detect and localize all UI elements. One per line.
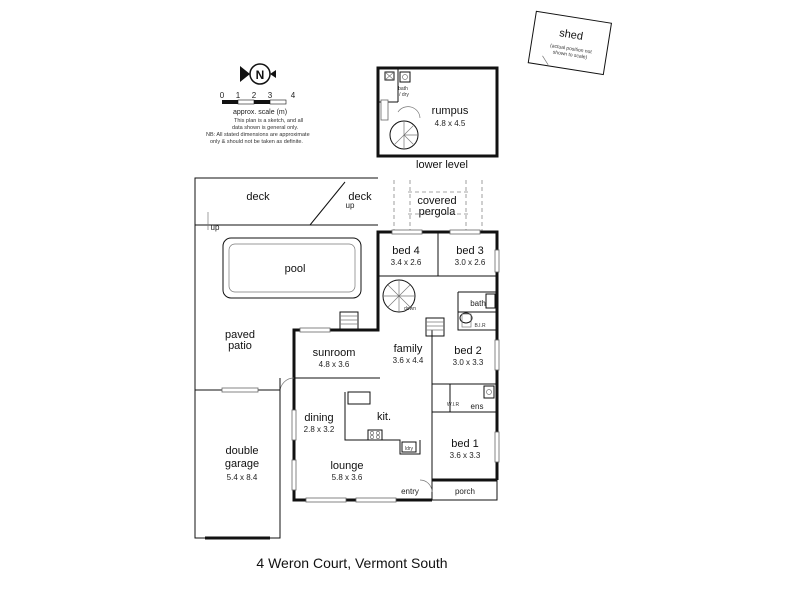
paved-label: paved: [225, 329, 255, 341]
pergola-label: pergola: [419, 206, 457, 218]
scale-note-2: data shown is general only.: [232, 125, 299, 131]
house-walls: [194, 230, 499, 540]
svg-text:up: up: [211, 223, 220, 232]
scale-note-1: This plan is a sketch, and all: [234, 118, 303, 124]
windows: [221, 229, 500, 503]
deck-left-label: deck: [246, 191, 270, 203]
garage-dim: 5.4 x 8.4: [227, 473, 258, 482]
scale-tick-3: 3: [268, 91, 273, 100]
bed4-dim: 3.4 x 2.6: [391, 258, 422, 267]
porch-label: porch: [455, 487, 475, 496]
wir-name: W.I.R: [447, 402, 460, 408]
covered-label: covered: [417, 195, 456, 207]
family-dim: 3.6 x 4.4: [393, 356, 424, 365]
bed1-dim: 3.6 x 3.3: [450, 451, 481, 460]
kit-name: kit.: [377, 411, 391, 423]
garage-name-2: garage: [225, 458, 259, 470]
scale-tick-2: 2: [252, 91, 257, 100]
lower-level: bath / dry rumpus 4.8 x 4.5 lower level: [376, 66, 499, 171]
scale-tick-4: 4: [291, 91, 296, 100]
scale-tick-0: 0: [220, 91, 225, 100]
dining-dim: 2.8 x 3.2: [304, 425, 335, 434]
bed2-name: bed 2: [454, 345, 482, 357]
scale-tick-1: 1: [236, 91, 241, 100]
shed-note-2: shown to scale): [552, 49, 588, 60]
compass-letter: N: [256, 68, 265, 82]
bed3-name: bed 3: [456, 245, 484, 257]
bed4-name: bed 4: [392, 245, 420, 257]
svg-text:up: up: [346, 201, 355, 210]
lower-dry-label: / dry: [399, 92, 409, 98]
bed2-dim: 3.0 x 3.3: [453, 358, 484, 367]
dining-name: dining: [304, 412, 333, 424]
garage-name-1: double: [225, 445, 258, 457]
deck-right-label: deck: [348, 191, 372, 203]
scale-note-3: NB: All stated dimensions are approximat…: [206, 132, 310, 138]
family-name: family: [394, 343, 423, 355]
lower-bath-label: bath: [398, 86, 408, 92]
bed3-dim: 3.0 x 2.6: [455, 258, 486, 267]
bir-name: B.I.R: [474, 323, 486, 329]
shed-label: shed: [558, 27, 583, 43]
lounge-dim: 5.8 x 3.6: [332, 473, 363, 482]
pool-label: pool: [285, 263, 306, 275]
lounge-name: lounge: [330, 460, 363, 472]
rumpus-dim: 4.8 x 4.5: [435, 119, 466, 128]
compass-north-icon: N: [240, 63, 276, 85]
bed1-name: bed 1: [451, 438, 479, 450]
scale-note-4: only & should not be taken as definite.: [210, 139, 303, 145]
scale-label: approx. scale (m): [233, 109, 287, 116]
sunroom-name: sunroom: [313, 347, 356, 359]
lower-level-caption: lower level: [416, 159, 468, 171]
patio-label: patio: [228, 340, 252, 352]
shed: shed (actual position not shown to scale…: [527, 10, 613, 76]
ens-name: ens: [471, 402, 484, 411]
bath-name: bath: [470, 299, 486, 308]
ldry-name: ldry: [405, 446, 414, 452]
scale-bar: 0 1 2 3 4 approx. scale (m) This plan is…: [206, 91, 310, 145]
rumpus-name: rumpus: [432, 105, 469, 117]
entry-label: entry: [401, 487, 419, 496]
room-labels: bed 4 3.4 x 2.6 bed 3 3.0 x 2.6 bath B.I…: [225, 245, 486, 496]
down-label: down: [404, 306, 416, 312]
sunroom-dim: 4.8 x 3.6: [319, 360, 350, 369]
property-address: 4 Weron Court, Vermont South: [256, 555, 447, 571]
